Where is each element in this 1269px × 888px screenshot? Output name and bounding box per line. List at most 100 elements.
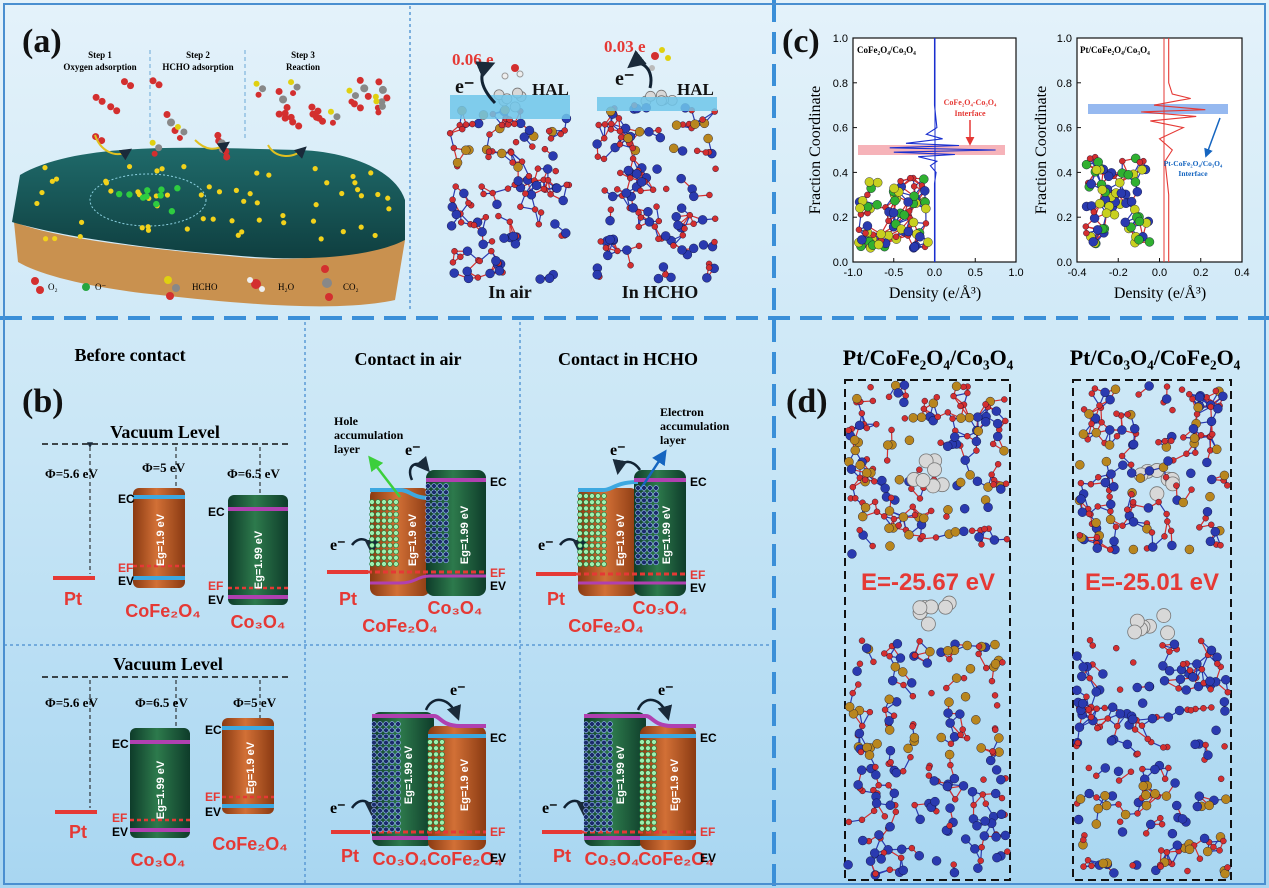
y-tick-label: 0.2 <box>833 212 848 224</box>
caption-in-air: In air <box>488 282 532 302</box>
chart-right-annotation-1: Pt-CoFe₂O₄/Co₃O₄ <box>1164 159 1223 168</box>
electron-layer-text-3: layer <box>660 433 687 447</box>
x-tick-label: -0.2 <box>1109 267 1128 279</box>
eg-cofe-top: Eg=1.9 eV <box>155 513 167 566</box>
structure-left-bottom <box>843 637 1011 880</box>
x-tick-label: 0.5 <box>968 267 983 279</box>
chart-right-inset-structure <box>1081 153 1155 249</box>
y-tick-label: 0.0 <box>1057 257 1072 269</box>
band-contact-hcho-top: Pt CoFe₂O₄ Co₃O₄ Eg=1.9 eV Eg=1.99 eV EC… <box>536 405 730 636</box>
electron-hcho-bottom: e⁻ <box>658 682 674 699</box>
ec-hcho: EC <box>690 475 707 489</box>
chart-right-interface-band <box>1088 104 1228 114</box>
ef-air: EF <box>490 566 505 580</box>
panel-a-legend: O₂ O⁻ HCHO H₂O CO₂ <box>31 265 359 301</box>
charge-carriers-air-bottom <box>371 721 445 833</box>
electron-layer-text-1: Electron <box>660 405 704 419</box>
header-contact-in-air: Contact in air <box>355 349 462 369</box>
reaction-arrows <box>94 134 307 161</box>
ev-cofe-bottom: EV <box>205 805 221 819</box>
y-tick-label: 0.2 <box>1057 212 1072 224</box>
band-before-top: Vacuum Level Φ=5.6 eV Φ=5 eV Φ=6.5 eV Pt… <box>42 422 292 632</box>
d-title-right: Pt/Co₃O₄/CoFe₂O₄ <box>1070 345 1241 370</box>
ef-cofe-bottom: EF <box>205 790 220 804</box>
ec-cofe-top: EC <box>118 492 135 506</box>
ef-hcho-bottom: EF <box>700 825 715 839</box>
band-contact-hcho-bottom: Pt Co₃O₄ CoFe₂O₄ Eg=1.99 eV Eg=1.9 eV EC… <box>542 682 717 869</box>
step2-name: HCHO adsorption <box>162 62 233 72</box>
cofe-label-air: CoFe₂O₄ <box>362 616 438 636</box>
transfer-arrow-air <box>475 61 497 105</box>
hal-layer-hcho <box>597 97 717 111</box>
legend-o-minus: O⁻ <box>95 282 106 292</box>
panel-outline <box>3 3 1266 885</box>
phi-co3o4-top: Φ=6.5 eV <box>227 466 280 481</box>
co3o4-label-air: Co₃O₄ <box>428 598 483 618</box>
cofe-label-hcho-bottom: CoFe₂O₄ <box>638 849 714 869</box>
eg-co3o4-top: Eg=1.99 eV <box>253 530 265 589</box>
x-tick-label: 0.0 <box>1152 267 1167 279</box>
ef-co3o4-bottom: EF <box>112 811 127 825</box>
hal-label-air: HAL <box>532 80 569 99</box>
chart-left-interface-band <box>858 145 1005 155</box>
header-before-contact: Before contact <box>74 345 185 365</box>
ef-air-bottom: EF <box>490 825 505 839</box>
caption-in-hcho: In HCHO <box>622 282 699 302</box>
chart-right-series-line <box>1141 38 1206 262</box>
charge-hcho: 0.03 e <box>604 37 646 56</box>
hal-label-hcho: HAL <box>677 80 714 99</box>
electron-hcho-top: e⁻ <box>610 442 626 459</box>
chart-left-series-line <box>889 38 996 262</box>
pt-label-top: Pt <box>64 589 82 609</box>
chart-left-annotation-1: CoFe₂O₄-Co₃O₄ <box>944 98 997 107</box>
ec-hcho-bottom: EC <box>700 731 717 745</box>
ev-co3o4-top: EV <box>208 593 224 607</box>
eg-co3o4-hcho: Eg=1.99 eV <box>661 505 673 564</box>
adsorbate-air <box>501 64 524 80</box>
chart-left-inset-structure <box>854 174 933 253</box>
hole-layer-text-2: accumulation <box>334 428 404 442</box>
eg-cofe-hcho-bottom: Eg=1.9 eV <box>669 758 681 811</box>
surface-atoms <box>34 163 392 242</box>
adsorbate-hcho <box>649 47 671 71</box>
transfer-arrow-hcho <box>627 49 653 89</box>
electron-hcho-pt: e⁻ <box>538 537 554 554</box>
vacuum-level-top: Vacuum Level <box>110 422 220 442</box>
electron-air-pt-bottom: e⁻ <box>330 800 346 817</box>
ev-hcho-bottom: EV <box>700 851 716 865</box>
step-separators <box>149 50 246 140</box>
panel-d-label: (d) <box>786 383 828 420</box>
y-tick-label: 0.0 <box>833 257 848 269</box>
electron-layer-text-2: accumulation <box>660 419 730 433</box>
eg-co3o4-air: Eg=1.99 eV <box>459 505 471 564</box>
step-headers: Step 1 Oxygen adsorption Step 2 HCHO ads… <box>63 50 320 72</box>
x-tick-label: -1.0 <box>844 267 863 279</box>
energy-right: E=-25.01 eV <box>1085 569 1219 596</box>
x-tick-label: 0.4 <box>1234 267 1249 279</box>
ev-air-bottom: EV <box>490 851 506 865</box>
chart-left-xlabel: Density (e/Å³) <box>889 284 981 302</box>
ef-cofe-top: EF <box>118 561 133 575</box>
ev-co3o4-bottom: EV <box>112 825 128 839</box>
ev-cofe-top: EV <box>118 574 134 588</box>
panel-b-label: (b) <box>22 383 64 420</box>
electron-label-hcho: e⁻ <box>615 68 634 90</box>
ec-co3o4-top: EC <box>208 505 225 519</box>
band-before-bottom: Vacuum Level Φ=5.6 eV Φ=6.5 eV Φ=5 eV Pt… <box>42 654 292 870</box>
legend-co2: CO₂ <box>343 282 359 292</box>
vacuum-level-bottom: Vacuum Level <box>113 654 223 674</box>
x-tick-label: 1.0 <box>1008 267 1023 279</box>
cofe-label-top: CoFe₂O₄ <box>125 601 201 621</box>
cofe-label-hcho: CoFe₂O₄ <box>568 616 644 636</box>
x-tick-label: 0.2 <box>1193 267 1208 279</box>
eg-co3o4-air-bottom: Eg=1.99 eV <box>403 745 415 804</box>
phi-pt-bottom: Φ=5.6 eV <box>45 695 98 710</box>
co3o4-label-air-bottom: Co₃O₄ <box>373 849 428 869</box>
pt-label-hcho: Pt <box>547 589 565 609</box>
energy-left: E=-25.67 eV <box>861 569 995 596</box>
pt-label-bottom: Pt <box>69 822 87 842</box>
y-tick-label: 0.4 <box>833 167 848 179</box>
phi-co3o4-bottom: Φ=6.5 eV <box>135 695 188 710</box>
